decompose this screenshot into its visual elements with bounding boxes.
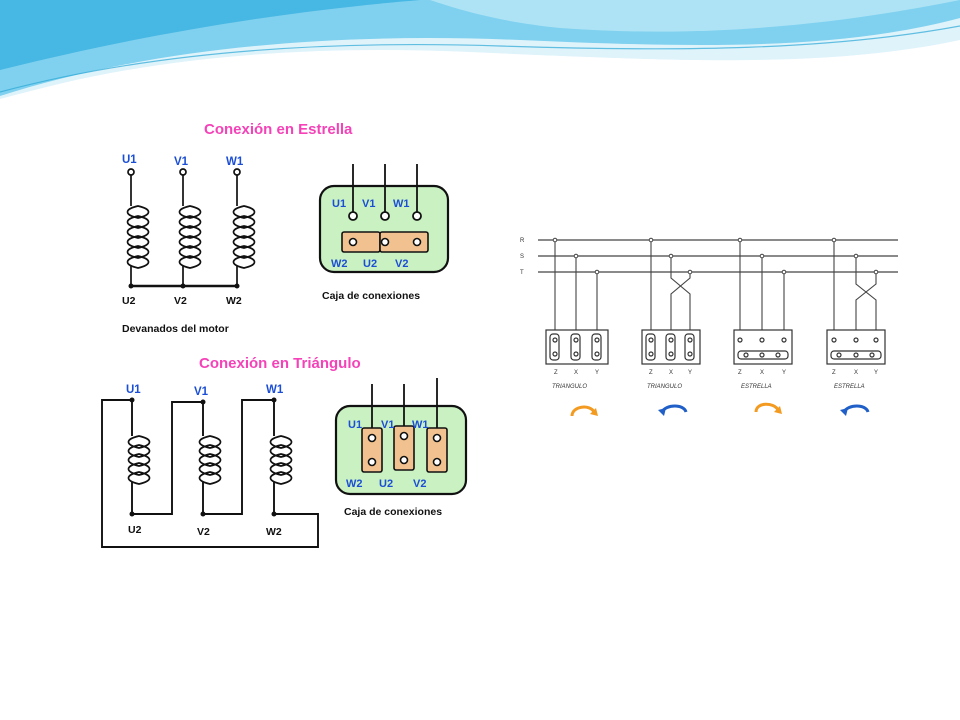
rotation-arrow-clockwise-icon	[754, 402, 782, 414]
config-label-4: ESTRELLA	[834, 384, 865, 390]
line-r-label: R	[520, 238, 525, 244]
header-wave-line	[0, 43, 960, 101]
connection-diagram: Conexión en Estrella U1 V1 W1 U2	[101, 121, 468, 548]
rotation-arrow-clockwise-icon	[570, 405, 598, 417]
star-box-v1: V1	[362, 198, 375, 210]
star-terminal-u2: U2	[122, 295, 136, 307]
star-terminal-box	[318, 164, 450, 274]
star-box-u2: U2	[363, 258, 377, 270]
delta-terminal-box	[334, 378, 468, 496]
delta-box-v1: V1	[381, 419, 394, 431]
rotation-box-3	[733, 329, 793, 365]
rotation-diagram: R S T	[520, 237, 898, 417]
star-title: Conexión en Estrella	[204, 121, 353, 138]
config-label-3: ESTRELLA	[741, 384, 772, 390]
header-wave-line-2	[0, 25, 960, 93]
delta-box-u2: U2	[379, 478, 393, 490]
supply-lines	[538, 239, 898, 273]
header-wave-dark	[0, 0, 420, 70]
delta-terminal-u1: U1	[126, 384, 141, 396]
delta-wiring	[101, 399, 319, 548]
rotation-arrow-counterclockwise-icon	[658, 404, 688, 416]
box2-y: Y	[688, 370, 692, 376]
star-coil-u	[126, 205, 150, 269]
delta-coil-w	[269, 435, 293, 485]
star-windings	[127, 168, 241, 288]
star-coil-w	[232, 205, 256, 269]
rotation-diagram-panel: R S T	[516, 230, 898, 432]
box1-x: X	[574, 370, 578, 376]
delta-terminal-u2: U2	[128, 524, 142, 536]
star-box-w1: W1	[393, 198, 410, 210]
delta-coil-v	[198, 435, 222, 485]
star-terminal-w1: W1	[226, 156, 244, 168]
star-terminal-v2: V2	[174, 295, 187, 307]
star-box-w2: W2	[331, 258, 348, 270]
star-terminal-w2: W2	[226, 295, 242, 307]
rotation-box-1	[545, 329, 609, 365]
delta-terminal-v1: V1	[194, 386, 209, 398]
star-box-caption: Caja de conexiones	[322, 290, 420, 302]
rotation-arrow-counterclockwise-icon	[840, 404, 870, 416]
star-terminal-u1: U1	[122, 154, 137, 166]
delta-title: Conexión en Triángulo	[199, 355, 361, 372]
delta-coil-u	[127, 435, 151, 485]
box2-z: Z	[649, 370, 653, 376]
rotation-box-4	[826, 329, 886, 365]
config-label-2: TRIANGULO	[647, 384, 682, 390]
header-wave-top	[430, 0, 960, 32]
star-coil-v	[178, 205, 202, 269]
box3-x: X	[760, 370, 764, 376]
delta-terminal-v2: V2	[197, 526, 210, 538]
line-s-label: S	[520, 254, 524, 260]
delta-box-v2: V2	[413, 478, 426, 490]
delta-box-w1: W1	[412, 419, 429, 431]
rotation-box-2	[641, 329, 701, 365]
delta-box-w2: W2	[346, 478, 363, 490]
box3-y: Y	[782, 370, 786, 376]
box2-x: X	[669, 370, 673, 376]
delta-terminal-w1: W1	[266, 384, 284, 396]
star-box-u1: U1	[332, 198, 346, 210]
box4-y: Y	[874, 370, 878, 376]
box4-x: X	[854, 370, 858, 376]
box4-z: Z	[832, 370, 836, 376]
box1-y: Y	[595, 370, 599, 376]
box3-z: Z	[738, 370, 742, 376]
windings-caption: Devanados del motor	[122, 323, 229, 335]
delta-box-caption: Caja de conexiones	[344, 506, 442, 518]
connection-diagram-panel: Conexión en Estrella U1 V1 W1 U2	[48, 100, 474, 552]
delta-box-u1: U1	[348, 419, 362, 431]
line-t-label: T	[520, 270, 524, 276]
delta-terminal-w2: W2	[266, 526, 282, 538]
box1-z: Z	[554, 370, 558, 376]
star-box-v2: V2	[395, 258, 408, 270]
star-terminal-v1: V1	[174, 156, 189, 168]
config-label-1: TRIANGULO	[552, 384, 587, 390]
